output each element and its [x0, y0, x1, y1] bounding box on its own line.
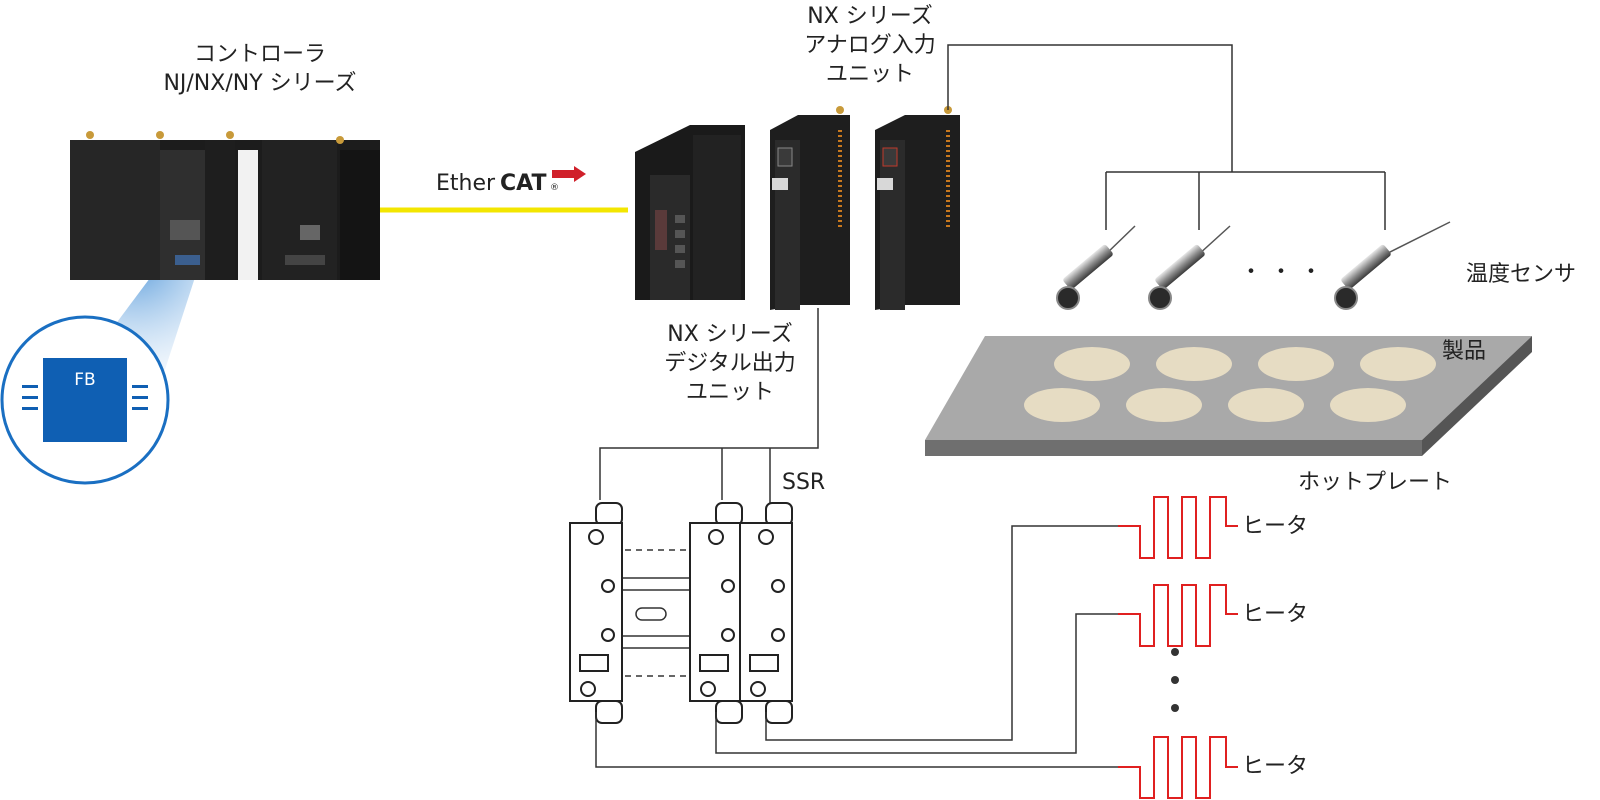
temperature-sensor-1 — [1056, 225, 1136, 310]
nx-coupler-unit — [635, 125, 745, 300]
controller-label: コントローラ NJ/NX/NY シリーズ — [163, 42, 357, 96]
digital-unit-label: NX シリーズ デジタル出力 ユニット — [664, 322, 796, 405]
hot-plate — [925, 336, 1532, 456]
ssr-relay-3 — [739, 502, 793, 724]
fb-label: FB — [74, 370, 95, 390]
sensor-wiring — [947, 44, 1386, 230]
product-discs — [1024, 347, 1436, 422]
hot-plate-label: ホットプレート — [1298, 470, 1453, 495]
temperature-sensor-label: 温度センサ — [1466, 262, 1577, 287]
ethercat-text-prefix: Ether — [436, 171, 496, 196]
sensor-ellipsis: ・・・ — [1240, 260, 1331, 285]
function-block-badge: FB — [0, 315, 170, 485]
ssr-relay-2 — [689, 502, 743, 724]
temperature-sensor-2 — [1148, 225, 1231, 310]
nx-analog-input-unit — [875, 106, 960, 310]
fb-block — [43, 358, 127, 442]
ssr-label: SSR — [782, 470, 826, 495]
ethercat-logo: Ether CAT ® — [436, 166, 586, 196]
heater-label-2: ヒータ — [1242, 602, 1309, 627]
ethercat-arrow-icon — [552, 166, 586, 182]
heater-label-3: ヒータ — [1242, 754, 1309, 779]
product-label: 製品 — [1442, 339, 1487, 364]
ssr-relay-1 — [569, 502, 623, 724]
nx-digital-output-unit — [770, 106, 850, 310]
heater-3 — [1118, 736, 1238, 799]
ethercat-text-suffix: CAT — [500, 171, 546, 196]
svg-text:®: ® — [550, 183, 559, 193]
controller-device — [70, 131, 380, 385]
heater-2 — [1118, 584, 1238, 647]
analog-unit-label: NX シリーズ アナログ入力 ユニット — [804, 4, 936, 87]
heater-wiring — [595, 525, 1118, 768]
heater-continuation-dots — [1171, 648, 1179, 712]
ssr-relay-group — [621, 549, 696, 677]
heater-1 — [1118, 496, 1238, 559]
heater-label-1: ヒータ — [1242, 514, 1309, 539]
temperature-sensor-3 — [1334, 221, 1451, 310]
